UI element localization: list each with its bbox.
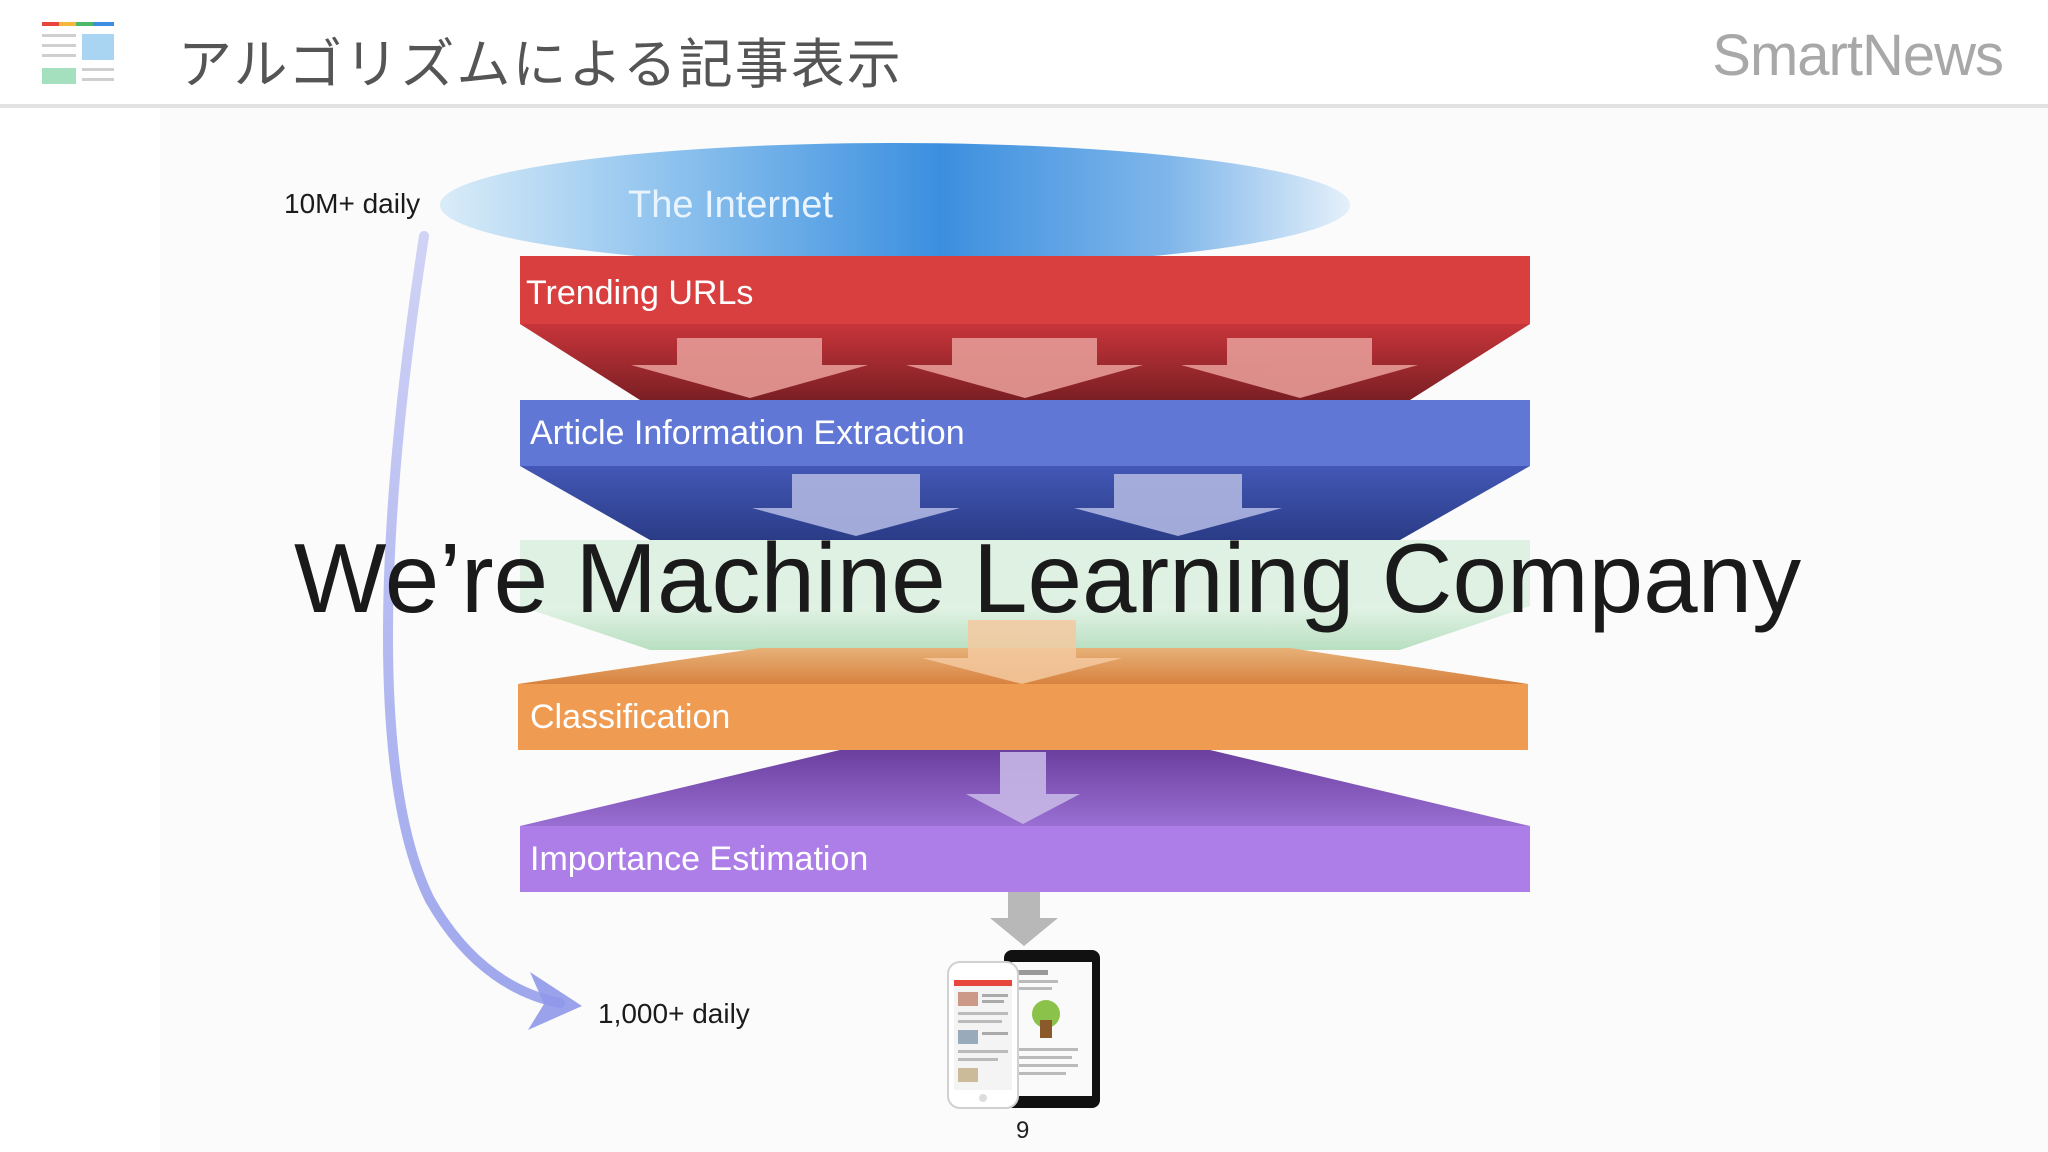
funnel-arrows-extraction — [752, 474, 1282, 536]
stage-label-trending: Trending URLs — [526, 274, 754, 312]
funnel-arrows-trending — [631, 338, 1418, 398]
slide-title: アルゴリズムによる記事表示 — [178, 33, 903, 96]
volume-bottom-label: 1,000+ daily — [598, 998, 750, 1029]
internet-cloud — [440, 143, 1350, 267]
stage-band-trending — [520, 256, 1530, 324]
stage-label-extraction: Article Information Extraction — [530, 414, 965, 452]
internet-label: The Internet — [628, 184, 833, 226]
stage-funnel-extraction — [520, 466, 1530, 540]
overlay-headline: We’re Machine Learning Company — [294, 523, 1802, 633]
slide-header: アルゴリズムによる記事表示 SmartNews — [0, 0, 2048, 108]
brand-wordmark: SmartNews — [1712, 23, 2004, 88]
devices-illustration — [947, 950, 1100, 1109]
stage-label-classification: Classification — [530, 698, 731, 736]
stage-band-extraction — [520, 400, 1530, 466]
android-icon — [1032, 1000, 1060, 1028]
stage-band-classification — [518, 684, 1528, 750]
funnel-arrow-center — [922, 620, 1122, 684]
page-number: 9 — [1016, 1117, 1030, 1144]
stage-band-faded — [520, 540, 1530, 606]
volume-top-label: 10M+ daily — [284, 188, 421, 219]
stage-band-importance — [520, 826, 1530, 892]
header-divider — [0, 104, 2048, 108]
funnel-arrow-importance — [966, 752, 1080, 824]
volume-arrowhead — [528, 972, 582, 1030]
stage-label-importance: Importance Estimation — [530, 840, 869, 878]
output-arrow — [990, 892, 1058, 946]
volume-curve-arrow — [382, 231, 565, 1008]
smartnews-logo-icon — [42, 22, 114, 84]
